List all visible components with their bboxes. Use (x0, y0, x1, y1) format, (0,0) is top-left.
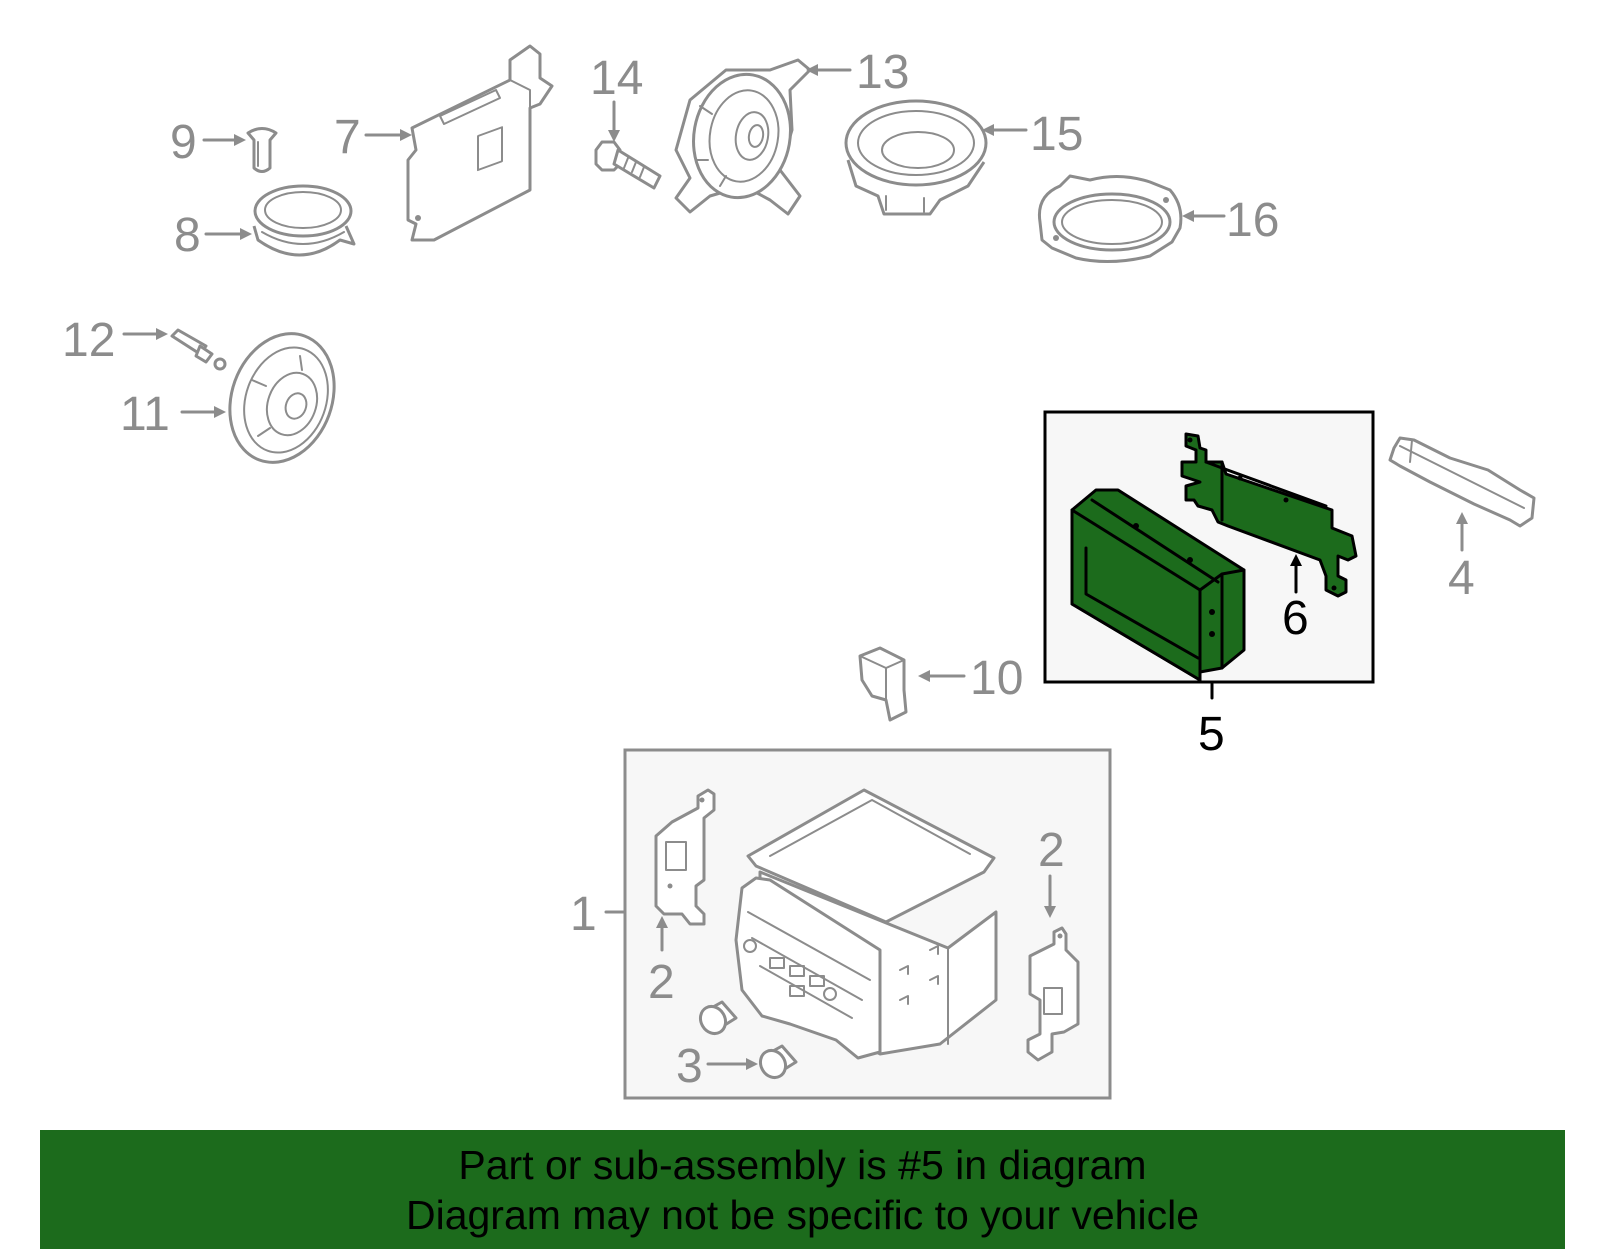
callout-8-label: 8 (174, 209, 201, 262)
callout-6-label: 6 (1282, 592, 1309, 645)
callout-15-label: 15 (1030, 108, 1083, 161)
part-13-speaker-bracket[interactable] (674, 58, 812, 216)
callout-7-label: 7 (334, 111, 361, 164)
callout-10: 10 (918, 652, 1023, 705)
part-6-display-bracket[interactable] (1180, 432, 1358, 598)
callout-10-label: 10 (970, 652, 1023, 705)
part-2-bracket-right[interactable] (1026, 926, 1080, 1062)
callout-5: 5 (1198, 682, 1225, 761)
part-9-push-pin[interactable] (246, 127, 278, 173)
callout-16: 16 (1182, 194, 1279, 247)
part-16-speaker-ring[interactable] (1037, 174, 1183, 264)
part-12-screw[interactable] (170, 328, 227, 371)
part-3-knob-upper[interactable] (696, 1000, 738, 1038)
callout-13-label: 13 (856, 46, 909, 99)
banner-line-part-number: Part or sub-assembly is #5 in diagram (458, 1142, 1147, 1188)
callout-2-right-label: 2 (1038, 824, 1065, 877)
callout-1-label: 1 (570, 888, 597, 941)
part-15-large-speaker[interactable] (844, 99, 988, 216)
callout-15: 15 (982, 108, 1083, 161)
callout-3: 3 (676, 1040, 758, 1093)
callout-2-left: 2 (648, 916, 675, 1009)
callout-13: 13 (806, 46, 909, 99)
callout-4-label: 4 (1448, 552, 1475, 605)
part-2-bracket-left[interactable] (654, 788, 716, 926)
callout-12: 12 (62, 314, 168, 367)
part-5-display-unit[interactable] (1070, 488, 1246, 682)
part-10-clip[interactable] (858, 646, 908, 722)
callout-5-label: 5 (1198, 708, 1225, 761)
part-11-round-speaker[interactable] (212, 319, 351, 477)
callout-11-label: 11 (120, 388, 170, 441)
info-banner: Part or sub-assembly is #5 in diagram Di… (40, 1130, 1565, 1249)
banner-line-disclaimer: Diagram may not be specific to your vehi… (405, 1192, 1199, 1238)
callout-4: 4 (1448, 512, 1475, 605)
callout-16-label: 16 (1226, 194, 1279, 247)
part-4-trim-strip[interactable] (1388, 436, 1536, 528)
callout-9-label: 9 (170, 116, 197, 169)
callout-11: 11 (120, 388, 226, 441)
callout-14: 14 (590, 52, 643, 142)
callout-9: 9 (170, 116, 246, 169)
part-3-knob-lower[interactable] (756, 1044, 798, 1082)
callout-6: 6 (1282, 554, 1309, 645)
part-1-head-unit[interactable] (734, 788, 998, 1060)
callout-7: 7 (334, 111, 412, 164)
callout-1: 1 (570, 888, 626, 941)
callout-8: 8 (174, 209, 252, 262)
part-7-amplifier[interactable] (406, 44, 554, 242)
callout-12-label: 12 (62, 314, 115, 367)
callout-2-right: 2 (1038, 824, 1065, 918)
part-8-small-speaker[interactable] (252, 184, 356, 257)
callout-2-left-label: 2 (648, 956, 675, 1009)
callout-14-label: 14 (590, 52, 643, 105)
part-14-bolt[interactable] (594, 140, 662, 190)
callout-3-label: 3 (676, 1040, 703, 1093)
